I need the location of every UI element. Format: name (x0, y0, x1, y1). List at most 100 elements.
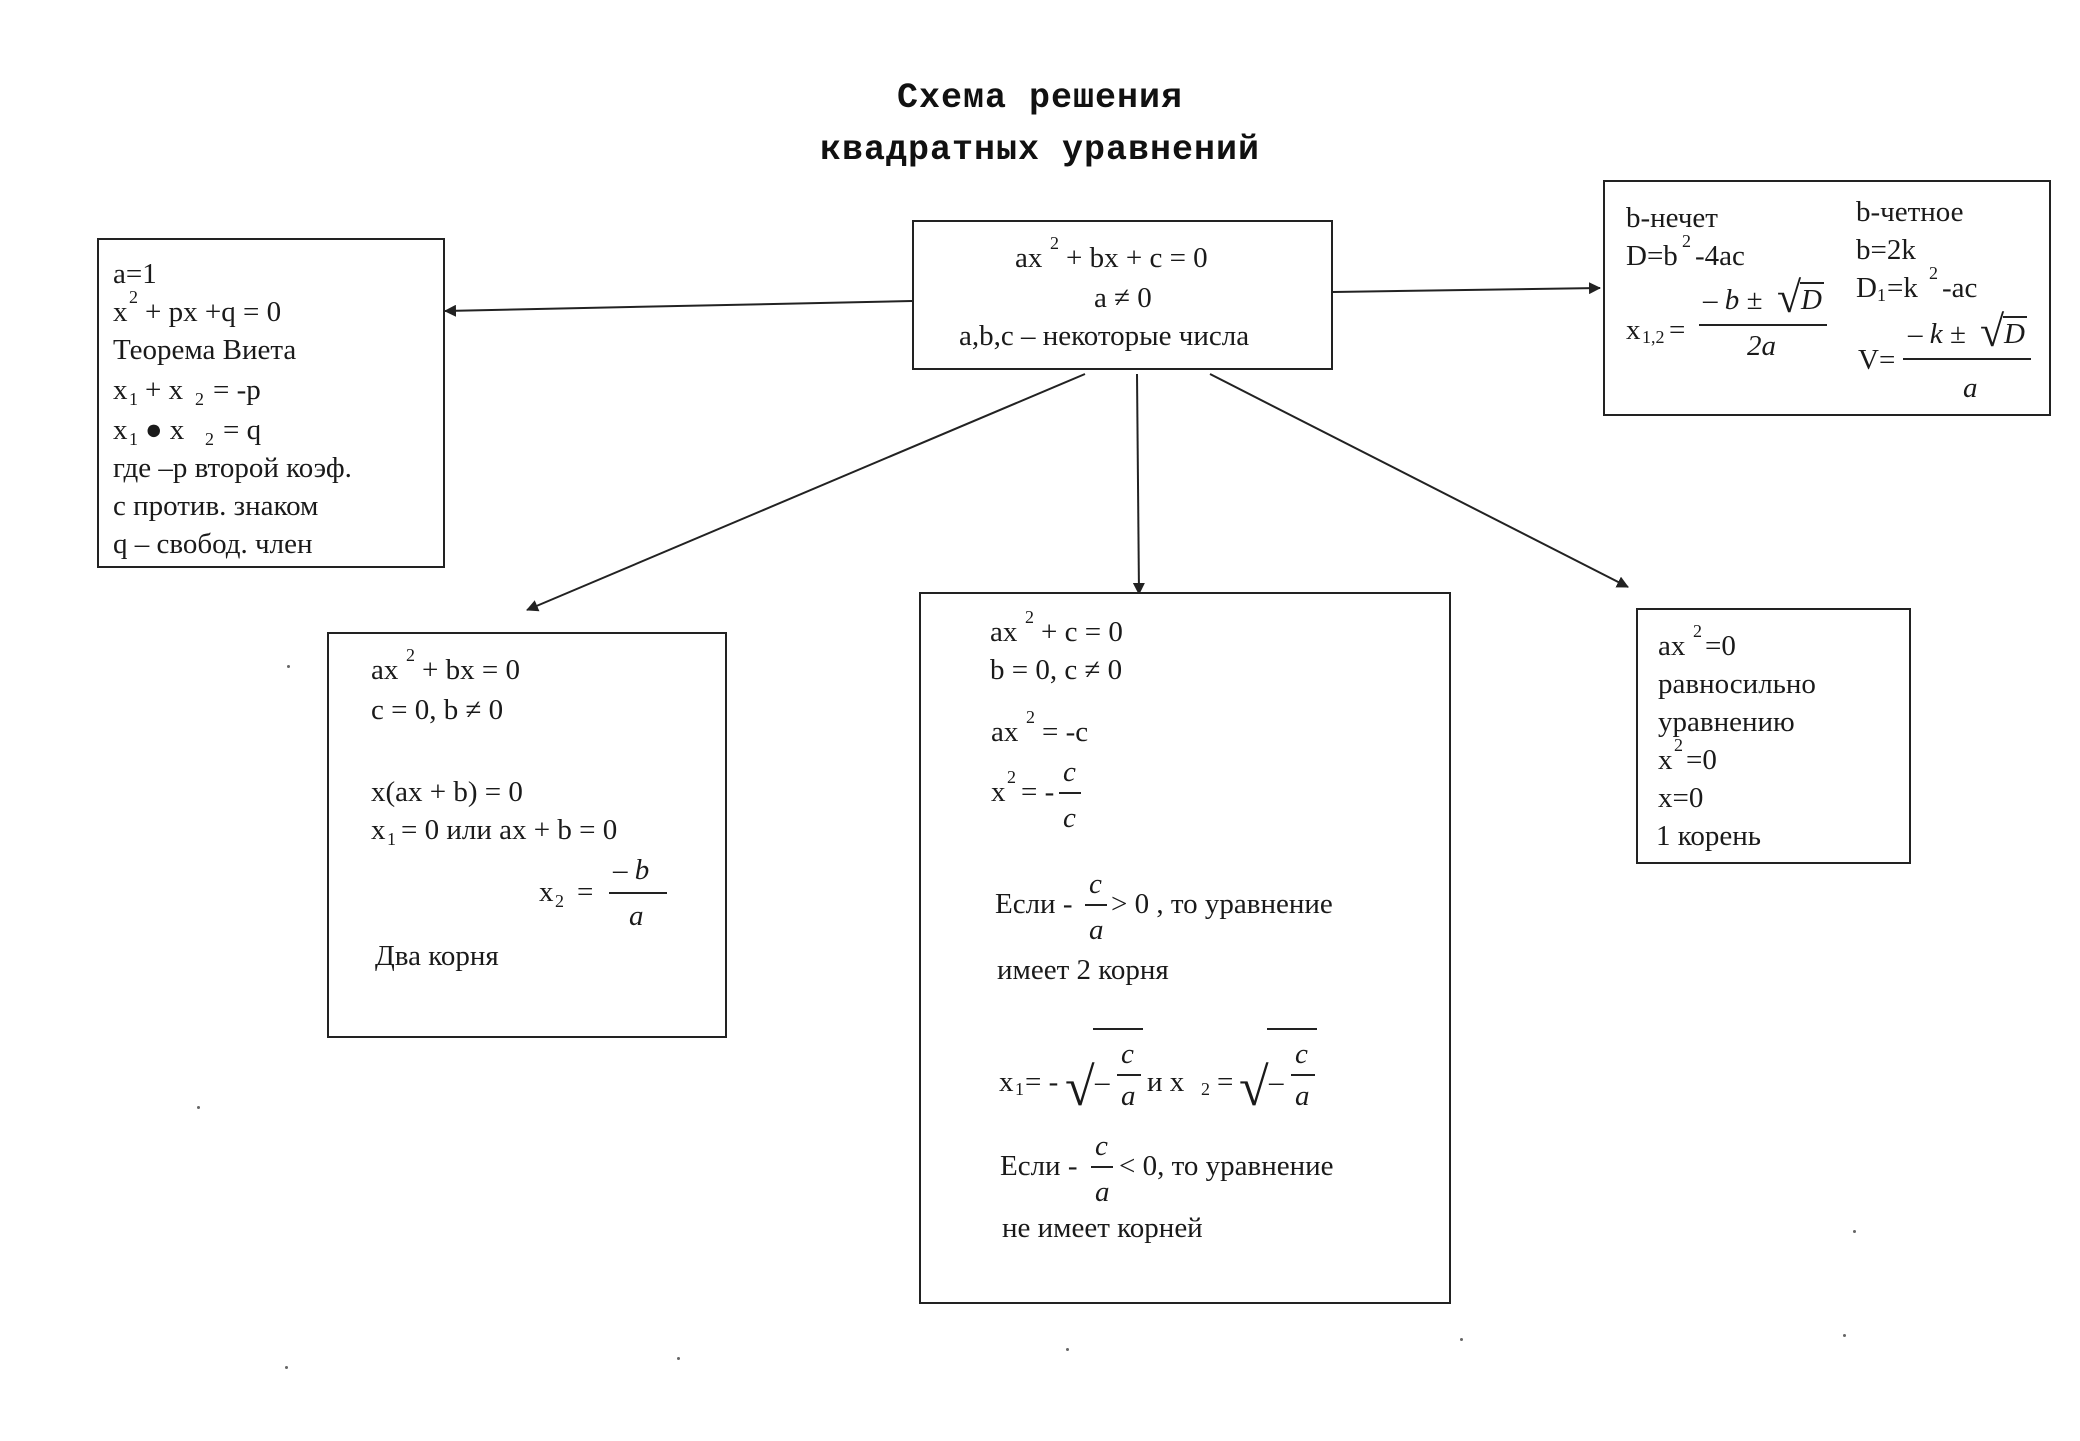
vieta-line-a1: a=1 (113, 258, 157, 290)
d1-mid: =k (1887, 272, 1918, 304)
d1-lhs: D (1856, 272, 1877, 304)
c-if1-pre: Если - (995, 888, 1073, 920)
scan-speck (1843, 1334, 1846, 1337)
bx-x2: x (539, 876, 554, 908)
vieta-prod-sub1: 1 (129, 429, 138, 449)
c-if1-numerator: c (1089, 868, 1102, 900)
bx-x2-fraction-bar (609, 892, 667, 894)
c-roots-den-1: a (1121, 1080, 1136, 1112)
incomplete-c-box: ax 2 + c = 0 b = 0, c ≠ 0 ax 2 = -c x 2 … (919, 592, 1451, 1304)
title-line-1: Схема решения (896, 78, 1184, 118)
title-line-2: квадратных уравнений (819, 130, 1261, 170)
c-step-exp: 2 (1026, 707, 1035, 727)
c-if2-fraction-bar (1091, 1166, 1113, 1168)
arrow-to-box-c (1132, 373, 1145, 595)
b-equals-2k: b=2k (1856, 234, 1916, 266)
vieta-prod-mid: ● x (145, 414, 185, 446)
zero-x: x=0 (1658, 782, 1704, 814)
c-xsq-fraction-bar (1059, 792, 1081, 794)
c-eq-rest: + c = 0 (1041, 616, 1123, 648)
vieta-eq-exp: 2 (129, 287, 138, 307)
zero-eq-exp: 2 (1693, 621, 1702, 641)
scan-speck (197, 1106, 200, 1109)
c-if2-line2: не имеет корней (1002, 1212, 1203, 1244)
v-denominator: a (1963, 372, 1978, 404)
scan-speck (285, 1366, 288, 1369)
x12-numerator: – b ± (1703, 284, 1763, 316)
c-roots-den-2: a (1295, 1080, 1310, 1112)
vieta-sum-sub2: 2 (195, 389, 204, 409)
vieta-prod-x1: x (113, 414, 128, 446)
v-fraction-bar (1903, 358, 2031, 360)
x12-radical-icon: √ (1777, 273, 1802, 322)
bx-two-roots: Два корня (375, 940, 499, 972)
discriminant-box: b-нечет D=b 2 -4ac x 1,2 = – b ± √ D 2a … (1603, 180, 2051, 416)
arrow-to-left-box (444, 300, 913, 317)
scan-speck (677, 1357, 680, 1360)
bx-x2-eq: = (577, 876, 594, 908)
c-xsq-numerator: c (1063, 756, 1076, 788)
bx-x2-sub: 2 (555, 891, 564, 911)
c-if2-denominator: a (1095, 1176, 1110, 1208)
incomplete-bx-box: ax 2 + bx = 0 c = 0, b ≠ 0 x(ax + b) = 0… (327, 632, 727, 1038)
d-exp: 2 (1682, 231, 1691, 251)
arrow-to-box-zero (1209, 373, 1629, 588)
arrow-to-box-bx (526, 373, 1086, 612)
c-roots-num-2: c (1295, 1038, 1308, 1070)
c-xsq-exp: 2 (1007, 767, 1016, 787)
zero-xsq: x (1658, 744, 1673, 776)
c-step-a: ax (991, 716, 1019, 748)
c-roots-frac-1-bar (1117, 1074, 1141, 1076)
center-eq-rest: + bx + c = 0 (1066, 242, 1208, 274)
vieta-sum-x1: x (113, 374, 128, 406)
d-lhs: D=b (1626, 240, 1678, 272)
center-eq-exp: 2 (1050, 233, 1059, 253)
vieta-eq-x: x (113, 296, 128, 328)
v-lhs: V= (1858, 344, 1896, 376)
c-condition: b = 0, c ≠ 0 (990, 654, 1123, 686)
c-roots-radical-2-bar (1267, 1028, 1317, 1030)
c-roots-sub2: 2 (1201, 1079, 1210, 1099)
v-radical-icon: √ (1980, 307, 2005, 356)
zero-eq-rest: =0 (1705, 630, 1736, 662)
c-if1-fraction-bar (1085, 904, 1107, 906)
vieta-prod-sub2: 2 (205, 429, 214, 449)
zero-one-root: 1 корень (1656, 820, 1761, 852)
bx-eq-exp: 2 (406, 645, 415, 665)
c-roots-eq2: = (1217, 1066, 1234, 1098)
even-title: b-четное (1856, 196, 1964, 228)
zero-coeff-box: ax 2 =0 равносильно уравнению x 2 =0 x=0… (1636, 608, 1911, 864)
c-if2-post: < 0, то уравнение (1119, 1150, 1334, 1182)
center-equation-box: ax 2 + bx + c = 0 a ≠ 0 a,b,c – некоторы… (912, 220, 1333, 370)
v-radical-bar (2003, 316, 2027, 318)
c-if2-pre: Если - (1000, 1150, 1078, 1182)
odd-title: b-нечет (1626, 202, 1718, 234)
x12-denominator: 2a (1747, 330, 1776, 362)
c-xsq-denominator: c (1063, 802, 1076, 834)
x12-d: D (1801, 284, 1822, 316)
vieta-sum-rest: = -p (213, 374, 261, 406)
d1-rest: -ac (1942, 272, 1978, 304)
c-roots-radical-1-bar (1093, 1028, 1143, 1030)
c-xsq-eq: = - (1021, 776, 1055, 808)
c-roots-eq1: = - (1025, 1066, 1059, 1098)
bx-eq-a: ax (371, 654, 399, 686)
c-if1-line2: имеет 2 корня (997, 954, 1169, 986)
vieta-theorem-title: Теорема Виета (113, 334, 297, 366)
scan-speck (287, 665, 290, 668)
bx-x1: x (371, 814, 386, 846)
c-roots-x1: x (999, 1066, 1014, 1098)
c-step-rest: = -c (1042, 716, 1089, 748)
vieta-note-1: где –p второй коэф. (113, 452, 352, 484)
zero-eq-a: ax (1658, 630, 1686, 662)
bx-x2-numerator: – b (613, 854, 650, 886)
d1-exp: 2 (1929, 263, 1938, 283)
zero-equation-word: уравнению (1658, 706, 1795, 738)
c-xsq: x (991, 776, 1006, 808)
c-roots-radical-2-icon: √ (1239, 1057, 1269, 1117)
scan-speck (1853, 1230, 1856, 1233)
bx-x1-sub: 1 (387, 829, 396, 849)
c-eq-exp: 2 (1025, 607, 1034, 627)
d1-sub: 1 (1877, 285, 1886, 305)
bx-factored: x(ax + b) = 0 (371, 776, 523, 808)
